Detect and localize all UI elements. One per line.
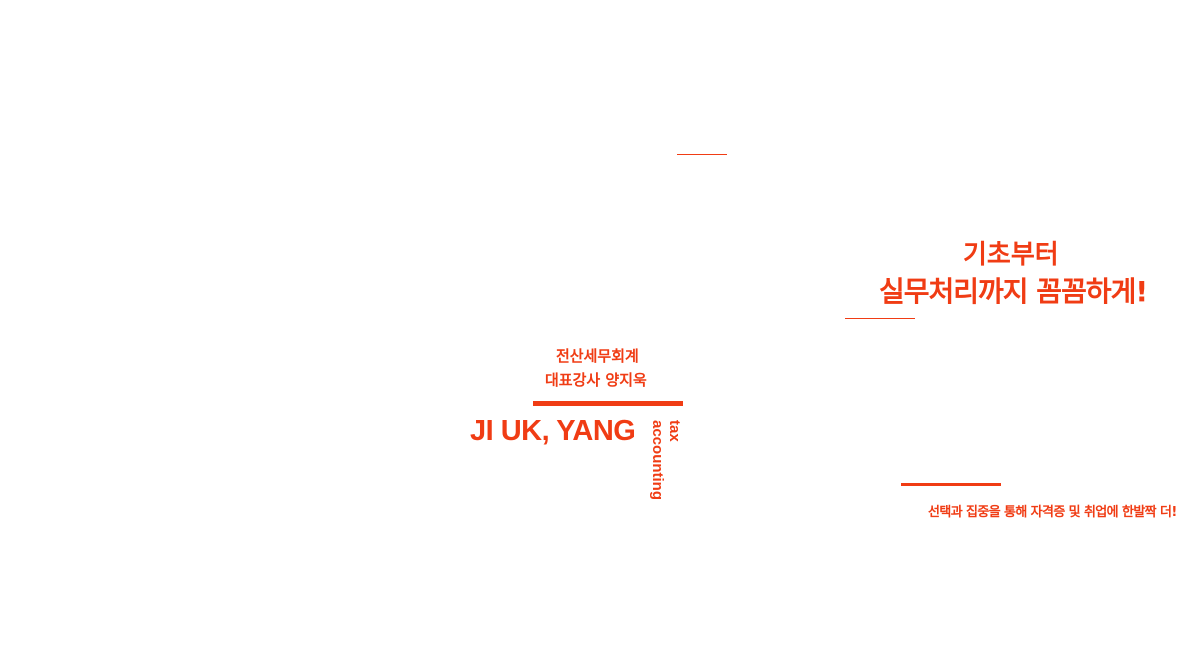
- divider-tagline: [901, 483, 1001, 486]
- tag-accounting: accounting: [649, 420, 666, 501]
- divider-headline: [845, 318, 915, 319]
- instructor-subject: 전산세무회계: [556, 347, 639, 365]
- headline-line1: 기초부터: [963, 240, 1059, 270]
- instructor-title: 대표강사 양지욱: [545, 371, 647, 389]
- headline-line2: 실무처리까지 꼼꼼하게!: [879, 275, 1148, 308]
- divider-instructor: [533, 401, 683, 406]
- tagline: 선택과 집중을 통해 자격증 및 취업에 한발짝 더!: [928, 505, 1177, 520]
- tag-tax: tax: [666, 420, 683, 442]
- divider-top: [677, 154, 727, 155]
- instructor-name-en: JI UK, YANG: [470, 415, 636, 447]
